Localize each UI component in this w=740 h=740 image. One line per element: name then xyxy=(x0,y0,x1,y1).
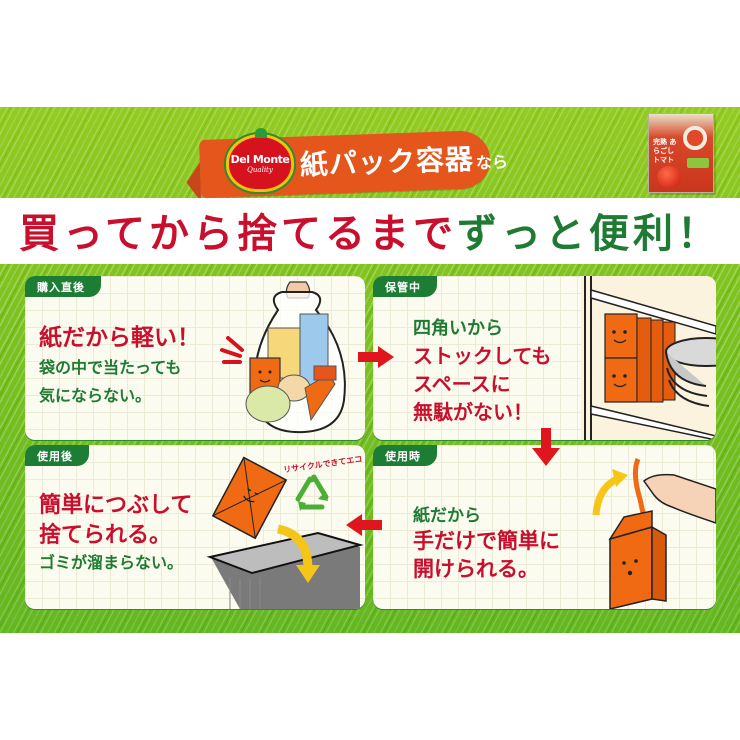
del-monte-logo: Del Monte Quality xyxy=(226,128,294,192)
panel-line: 袋の中で当たっても xyxy=(39,358,182,377)
trash-bin-illustration xyxy=(206,456,364,609)
title-band xyxy=(0,198,740,264)
shelf-with-cartons-illustration xyxy=(581,276,716,440)
leaf-icon xyxy=(255,128,267,138)
panel-line: 開けられる。 xyxy=(413,557,539,581)
shopping-bag-illustration xyxy=(220,281,346,434)
panel-during-use: 使用時 紙だから 手だけで簡単に 開けられる。 xyxy=(373,445,716,609)
panel-line: 紙だから xyxy=(413,506,481,526)
panel-line: 無駄がない！ xyxy=(413,400,533,424)
recycle-icon xyxy=(295,474,329,511)
panel-tag: 保管中 xyxy=(373,276,437,297)
arrow-right-icon xyxy=(358,346,394,368)
product-package-image: 完熟 あらごし トマト xyxy=(648,113,714,193)
panel-tag: 使用後 xyxy=(25,445,89,466)
panel-tag: 使用時 xyxy=(373,445,437,466)
panel-line: 手だけで簡単に xyxy=(413,529,560,553)
ribbon-suffix-text: なら xyxy=(475,152,509,173)
tomato-icon xyxy=(657,166,681,188)
panel-line: 気にならない。 xyxy=(39,386,152,405)
panel-line: スペースに xyxy=(413,372,511,396)
logo-brand-name: Del Monte xyxy=(230,152,290,166)
page-title: 買ってから捨てるまで ずっと便利！ xyxy=(0,200,740,260)
panel-after-use: 使用後 簡単につぶして 捨てられる。 ゴミが溜まらない。 リサイクルできてエコ xyxy=(25,445,365,609)
panel-after-purchase: 購入直後 紙だから軽い！ 袋の中で当たっても 気にならない。 xyxy=(25,276,365,440)
bowl-icon xyxy=(681,124,709,152)
ribbon-heading: 紙パック容器 なら xyxy=(299,136,509,193)
panel-line: 簡単につぶして xyxy=(39,493,193,518)
panel-line: 四角いから xyxy=(413,318,503,339)
title-green-part: ずっと便利！ xyxy=(457,211,721,257)
panel-tag: 購入直後 xyxy=(25,276,101,297)
panel-line: 捨てられる。 xyxy=(39,523,172,548)
panel-line: 紙だから軽い！ xyxy=(39,325,200,351)
arrow-left-icon xyxy=(346,514,382,536)
panel-storage: 保管中 四角いから ストックしても スペースに 無駄がない！ xyxy=(373,276,716,440)
panel-line: ゴミが溜まらない。 xyxy=(39,553,184,572)
product-tag xyxy=(687,158,709,168)
panel-line: ストックしても xyxy=(413,344,552,368)
ribbon-main-text: 紙パック容器 xyxy=(299,142,475,182)
arrow-down-icon xyxy=(532,428,560,466)
product-label: 完熟 あらごし トマト xyxy=(653,138,677,164)
title-red-part: 買ってから捨てるまで xyxy=(19,211,457,257)
logo-quality: Quality xyxy=(247,165,273,174)
hand-opening-carton-illustration xyxy=(592,458,716,609)
